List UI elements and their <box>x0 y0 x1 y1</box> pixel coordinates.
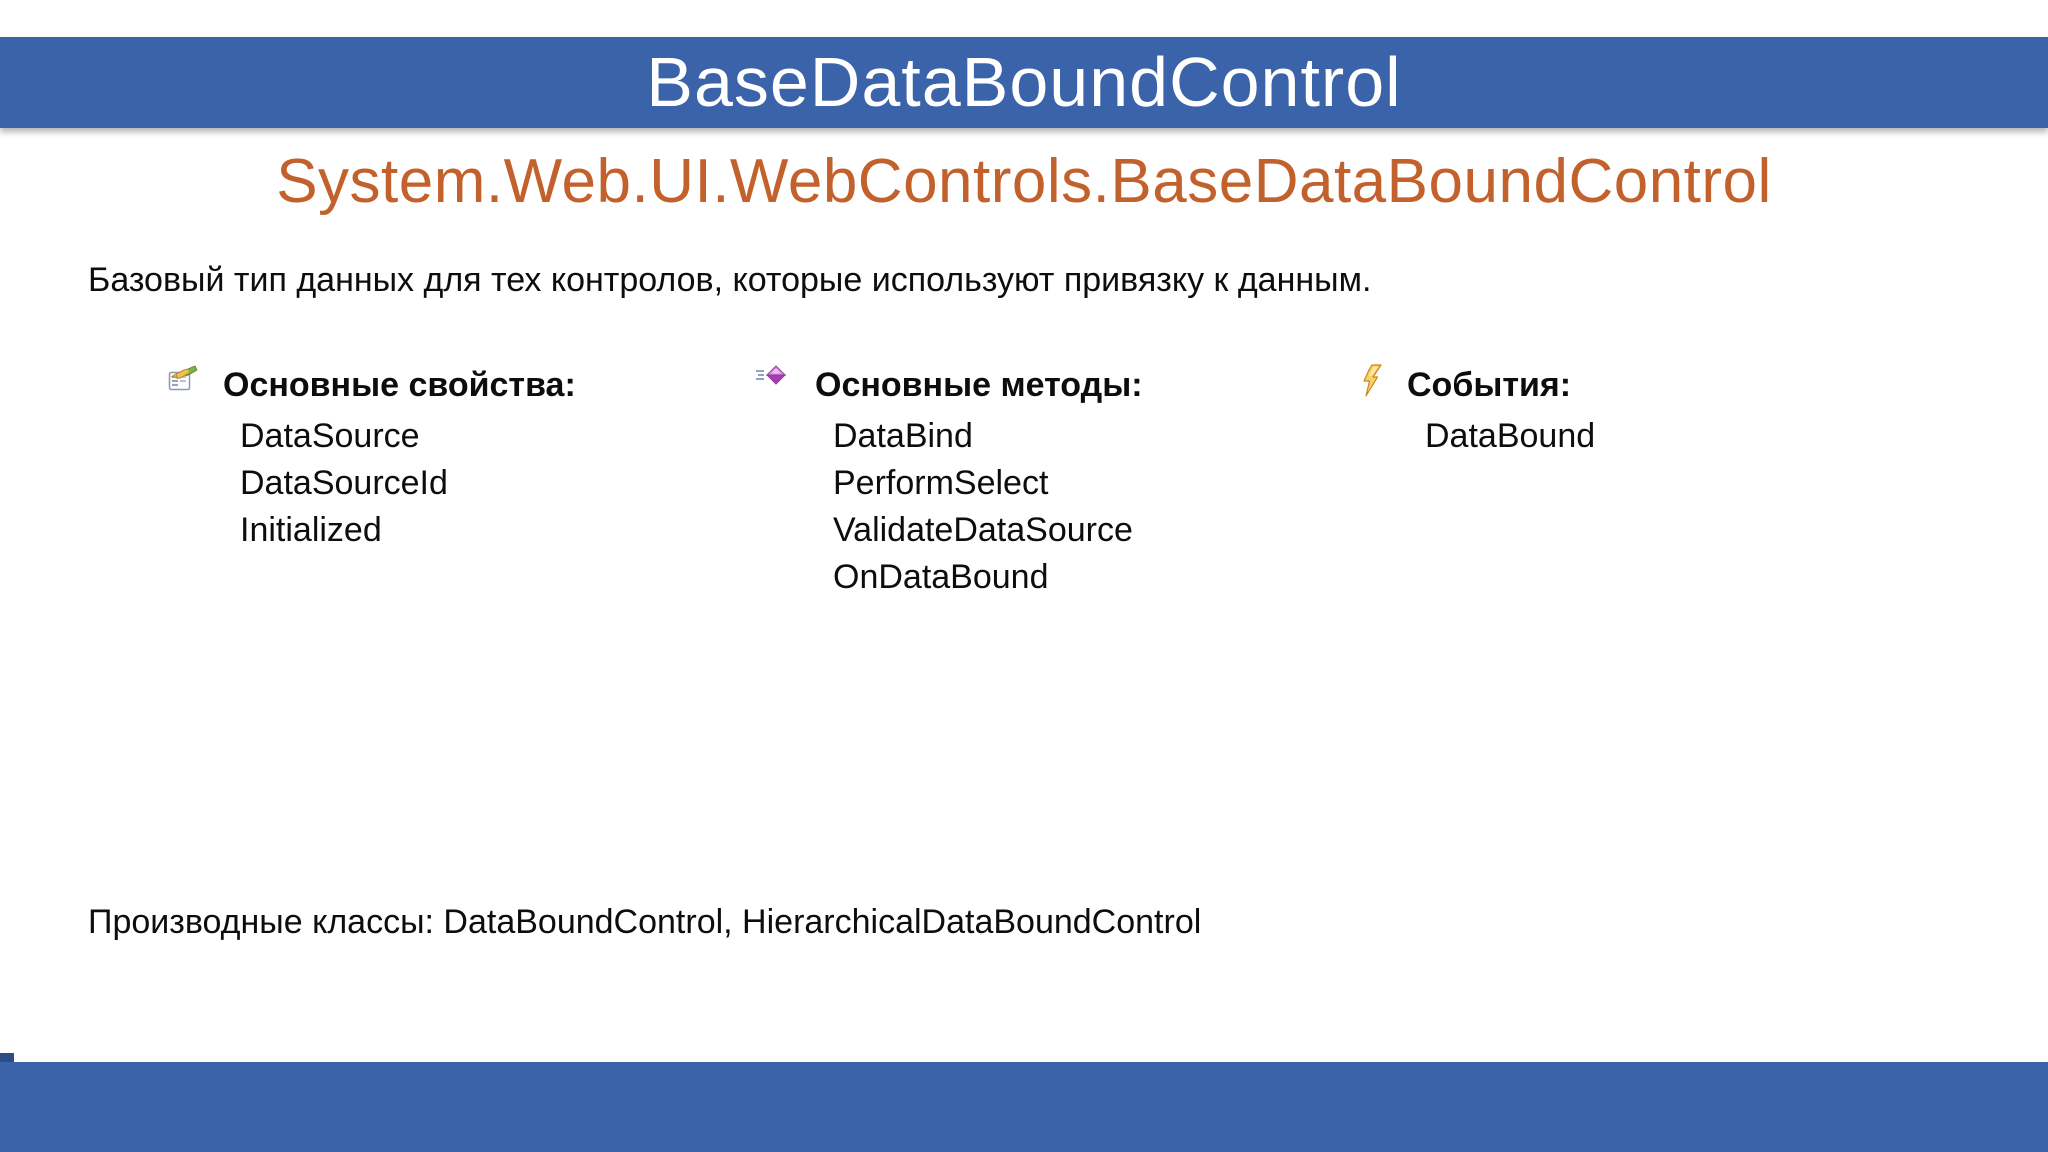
methods-list: DataBind PerformSelect ValidateDataSourc… <box>833 413 1143 601</box>
list-item: Initialized <box>240 511 382 549</box>
list-item: OnDataBound <box>833 558 1049 596</box>
list-item: DataSourceId <box>240 464 448 502</box>
methods-column-title: Основные методы: <box>815 366 1143 404</box>
properties-column: Основные свойства: DataSource DataSource… <box>168 364 576 554</box>
properties-column-title: Основные свойства: <box>223 366 576 404</box>
methods-column: Основные методы: DataBind PerformSelect … <box>755 364 1143 601</box>
properties-icon <box>168 364 198 397</box>
derived-classes-note: Производные классы: DataBoundControl, Hi… <box>88 903 1202 941</box>
methods-column-header: Основные методы: <box>755 364 1143 404</box>
list-item: DataBind <box>833 417 973 455</box>
namespace-subtitle: System.Web.UI.WebControls.BaseDataBoundC… <box>276 147 1772 216</box>
properties-list: DataSource DataSourceId Initialized <box>240 413 576 554</box>
list-item: DataBound <box>1425 417 1596 455</box>
list-item: DataSource <box>240 417 420 455</box>
event-icon <box>1363 364 1383 403</box>
events-column-header: События: <box>1363 364 1595 404</box>
footer-bar <box>0 1062 2048 1152</box>
footer-notch <box>0 1053 14 1063</box>
method-icon <box>755 364 787 393</box>
list-item: ValidateDataSource <box>833 511 1133 549</box>
events-column: События: DataBound <box>1363 364 1595 460</box>
events-column-title: События: <box>1407 366 1572 404</box>
events-list: DataBound <box>1425 413 1595 460</box>
description-text: Базовый тип данных для тех контролов, ко… <box>88 261 1372 299</box>
title-banner: BaseDataBoundControl <box>0 37 2048 128</box>
slide-title: BaseDataBoundControl <box>646 43 1402 121</box>
properties-column-header: Основные свойства: <box>168 364 576 404</box>
list-item: PerformSelect <box>833 464 1049 502</box>
